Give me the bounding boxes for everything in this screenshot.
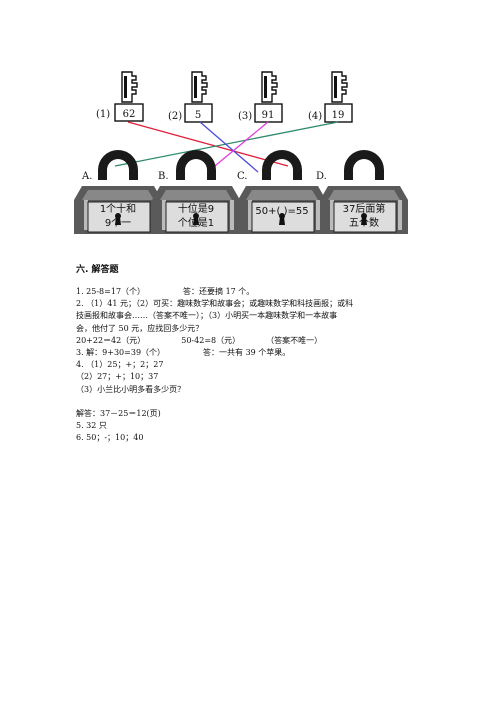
answer-2-line-3: 会，他付了 50 元，应找回多少元？ bbox=[76, 323, 204, 333]
lock-d-label: D. bbox=[316, 171, 327, 182]
answer-4-line-2: （2）27；+；10；37 bbox=[76, 372, 159, 382]
lock-b-label: B. bbox=[158, 171, 169, 182]
answer-5-line: 5. 32 只 bbox=[76, 421, 107, 431]
key-4 bbox=[331, 71, 348, 103]
lock-d-line1: 37后面第 bbox=[343, 202, 386, 215]
answer-2-note: （答案不唯一） bbox=[266, 335, 323, 345]
lock-a-line1: 1个十和 bbox=[100, 202, 136, 215]
key-3-label: (3) bbox=[238, 111, 252, 122]
key-2-label: (2) bbox=[168, 111, 182, 122]
answer-1-response: 答：还要摘 17 个。 bbox=[183, 287, 255, 296]
match-line-2 bbox=[199, 121, 259, 173]
key-3-value: 91 bbox=[262, 110, 275, 121]
answer-2-line-4: 20+22＝42（元） 50-42=8（元） （答案不唯一） bbox=[76, 335, 436, 347]
key-1-label: (1) bbox=[96, 109, 110, 120]
answer-6-line: 6. 50；-；10；40 bbox=[76, 433, 144, 443]
match-line-1 bbox=[127, 121, 289, 167]
answer-2-calc-b: 50-42=8（元） bbox=[181, 335, 241, 345]
lock-d-line2: 五个数 bbox=[349, 216, 379, 229]
answer-2-calc-a: 20+22＝42（元） bbox=[76, 335, 146, 345]
key-1 bbox=[121, 71, 138, 103]
lock-c-line1: 50+( )=55 bbox=[255, 206, 308, 217]
lock-a-line2: 9个一 bbox=[105, 217, 131, 229]
answer-4-line-3: （3）小兰比小明多看多少页？ bbox=[76, 384, 186, 394]
key-1-value: 62 bbox=[123, 109, 136, 120]
lock-b-line2: 个位是1 bbox=[178, 216, 214, 229]
match-line-3 bbox=[209, 121, 269, 171]
answer-3-line: 3. 解：9+30=39（个） 答：一共有 39 个苹果。 bbox=[76, 347, 436, 359]
lock-c-label: C. bbox=[237, 171, 247, 182]
key-4-box bbox=[324, 103, 353, 123]
lock-a-label: A. bbox=[81, 171, 92, 182]
answer-4-line-1: 4. （1）25；+；2；27 bbox=[76, 360, 164, 370]
key-3 bbox=[261, 71, 278, 103]
key-3-box bbox=[254, 103, 283, 123]
answer-block: 1. 25-8=17（个） 答：还要摘 17 个。 2. （1）41 元；（2）可… bbox=[76, 286, 436, 444]
answer-1-calc: 1. 25-8=17（个） bbox=[76, 287, 146, 296]
answer-3-response: 答：一共有 39 个苹果。 bbox=[203, 347, 291, 357]
answer-2-line-2: 技画报和故事会……（答案不唯一）；（3）小明买一本趣味数学和一本故事 bbox=[76, 311, 338, 321]
lock-c bbox=[237, 149, 327, 235]
lock-b-line1: 十位是9 bbox=[178, 202, 214, 215]
key-2-box bbox=[184, 103, 213, 123]
matching-svg: (1) 62 (2) 5 (3) 91 (4) 19 A. B. bbox=[73, 71, 409, 235]
answer-3-calc: 3. 解：9+30=39（个） bbox=[76, 347, 166, 357]
key-2 bbox=[191, 71, 208, 103]
spacer bbox=[76, 396, 436, 408]
answer-1-line: 1. 25-8=17（个） 答：还要摘 17 个。 bbox=[76, 286, 436, 298]
answer-2-line-1: 2. （1）41 元；（2）可买：趣味数学和故事会；或趣味数学和科技画报；或科 bbox=[76, 299, 354, 309]
section-title: 六. 解答题 bbox=[76, 265, 119, 275]
answer-4-line-4: 解答：37－25＝12(页) bbox=[76, 408, 161, 418]
key-4-value: 19 bbox=[332, 110, 345, 121]
key-4-label: (4) bbox=[308, 111, 322, 122]
key-2-value: 5 bbox=[195, 110, 201, 121]
key-lock-matching-figure: (1) 62 (2) 5 (3) 91 (4) 19 A. B. bbox=[0, 0, 500, 260]
key-1-box bbox=[114, 103, 144, 122]
